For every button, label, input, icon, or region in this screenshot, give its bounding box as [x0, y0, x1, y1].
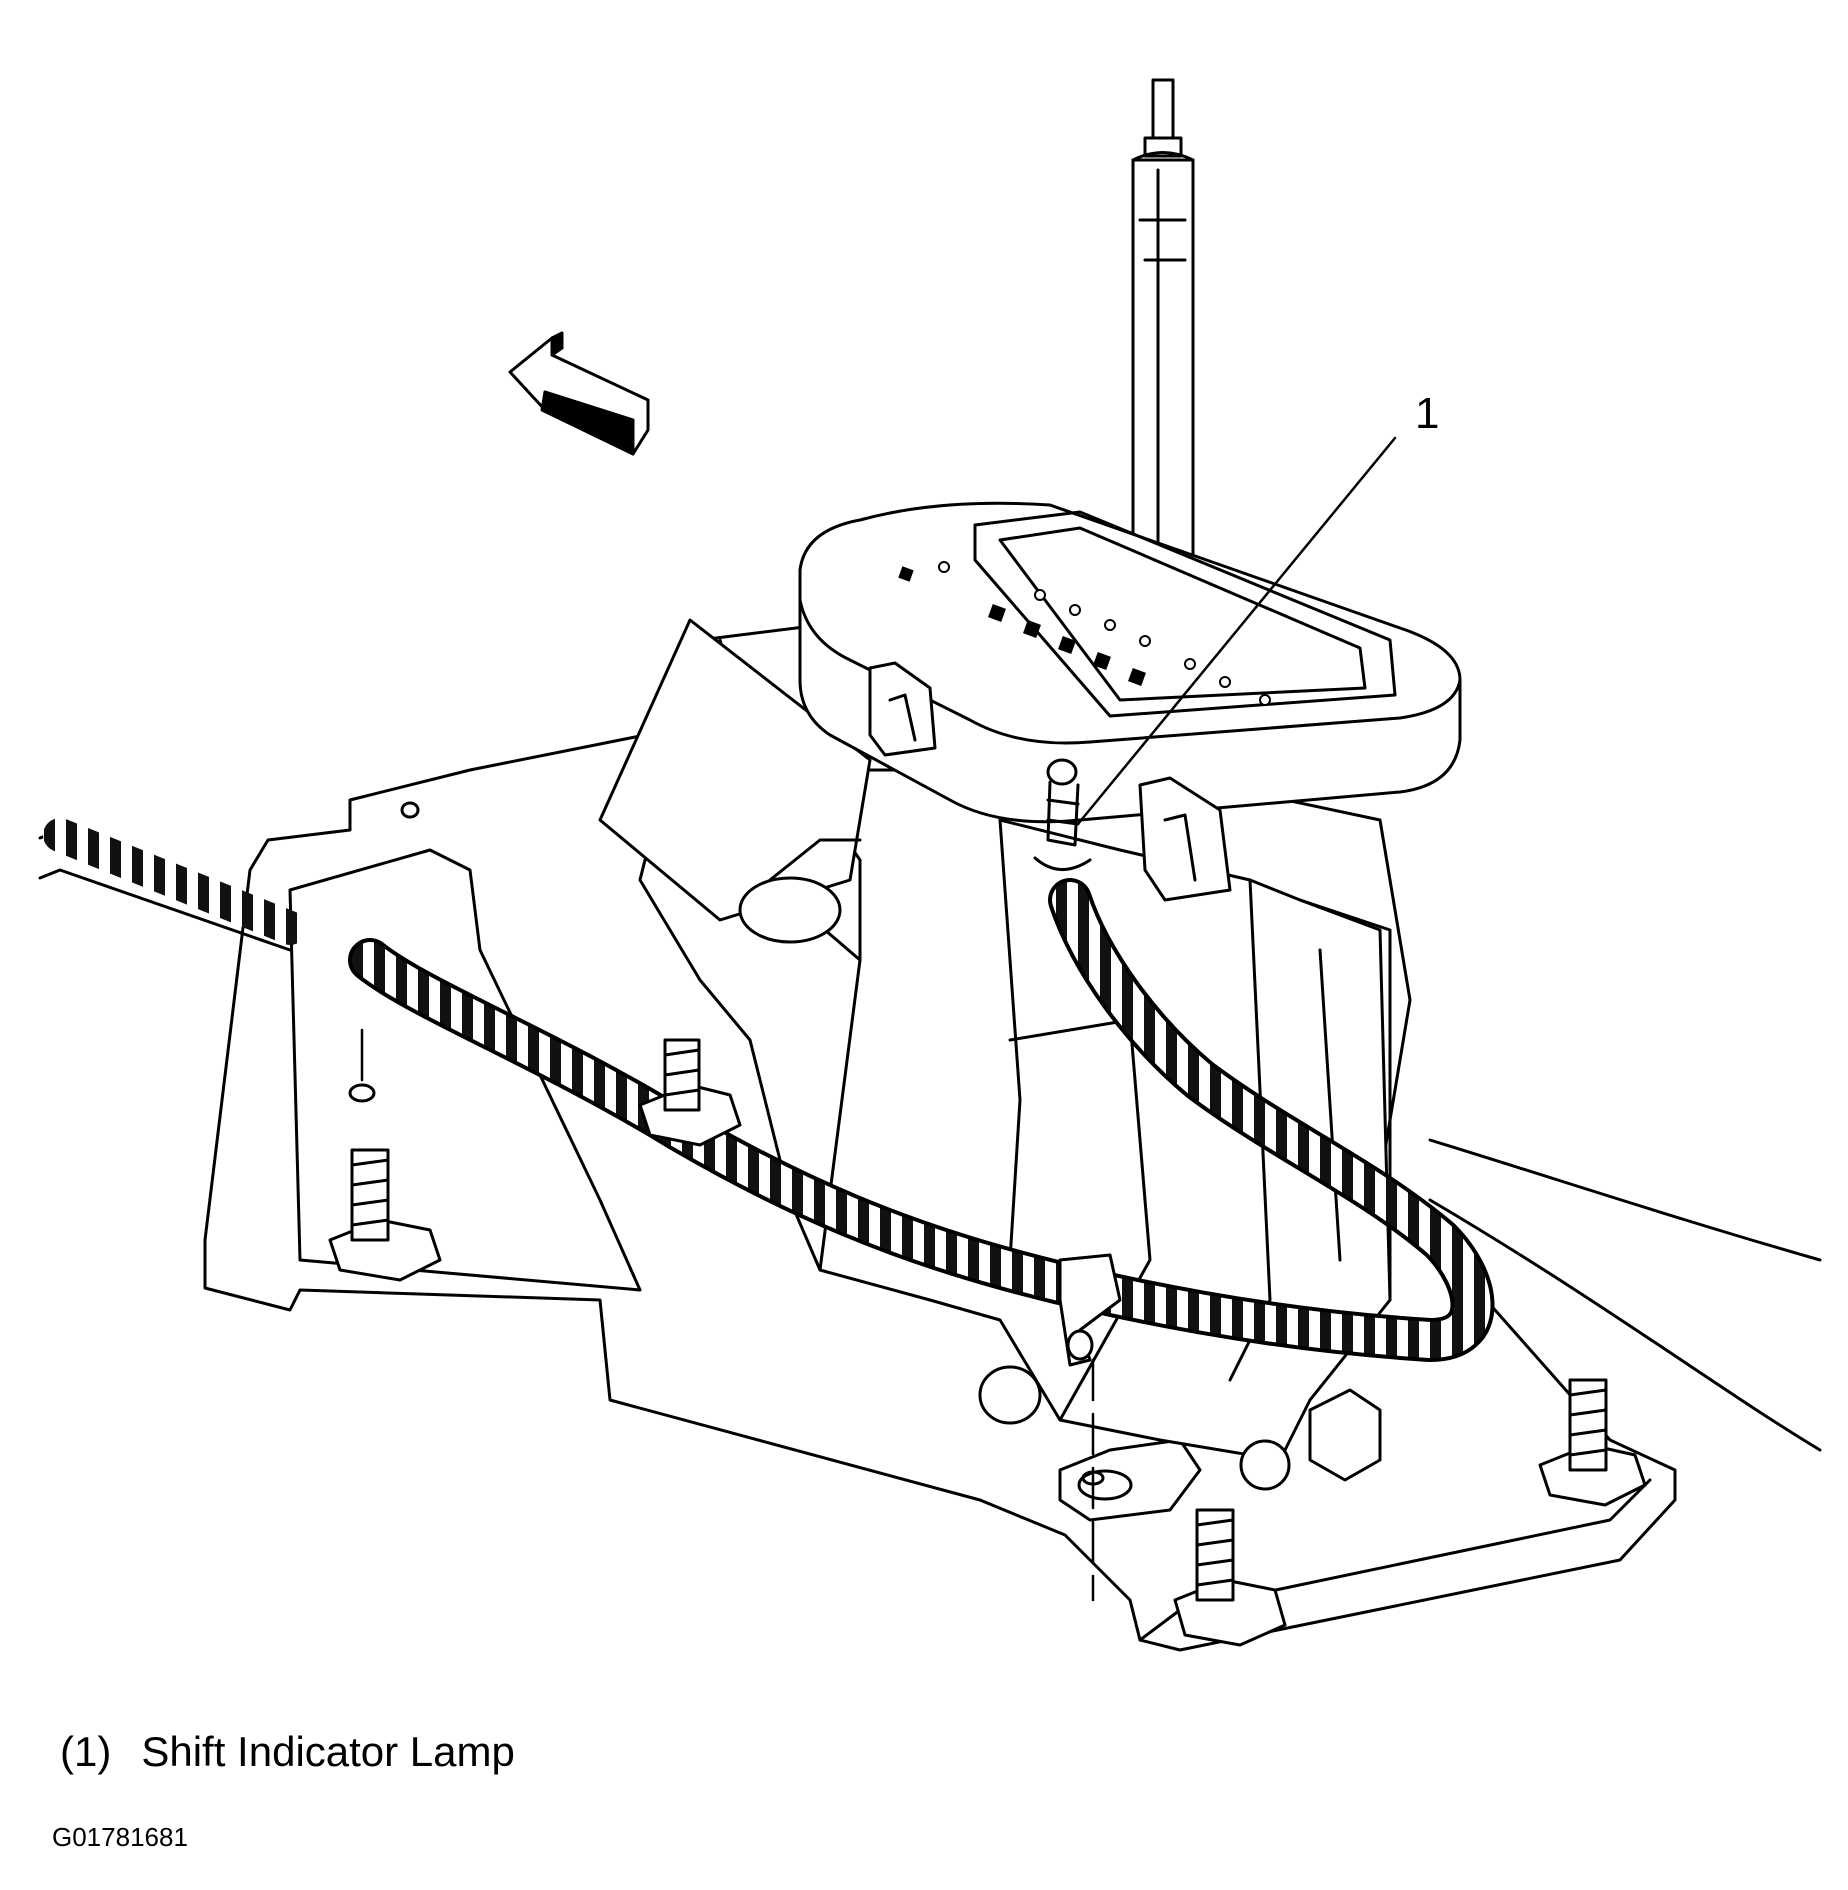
floor-outline: [1428, 1138, 1822, 1262]
figure-id: G01781681: [52, 1822, 188, 1852]
harness-retaining-clip: [1058, 1253, 1122, 1367]
mounting-stud-nut: [638, 1038, 742, 1147]
mounting-stud-nut: [1173, 1508, 1287, 1647]
legend-number: (1): [60, 1728, 112, 1775]
mounting-stud-nut: [1538, 1378, 1647, 1507]
pivot-nut: [978, 1365, 1382, 1491]
callout-number-1: 1: [1415, 389, 1439, 438]
wiring-conduit-left: [43, 818, 307, 945]
bezel-clip-left: [868, 661, 937, 757]
floor-outline-lower: [1428, 1198, 1822, 1452]
shift-indicator-bezel: [798, 501, 1462, 824]
legend-label: Shift Indicator Lamp: [141, 1728, 515, 1775]
figure-legend: (1) Shift Indicator Lamp: [60, 1728, 515, 1776]
shift-lever: [1131, 78, 1195, 587]
mounting-stud-nut: [328, 1148, 442, 1282]
callout-leader-line: [1076, 436, 1397, 826]
shift-indicator-lamp: [1033, 758, 1092, 871]
bezel-clip-right: [1138, 776, 1232, 902]
mounting-hole: [1081, 1470, 1105, 1486]
forward-direction-arrow: [508, 331, 650, 456]
mounting-hole: [400, 801, 420, 819]
mounting-hole: [348, 1083, 376, 1103]
shifter-housing: [598, 618, 1392, 1462]
gear-position-marks: [898, 566, 1146, 686]
